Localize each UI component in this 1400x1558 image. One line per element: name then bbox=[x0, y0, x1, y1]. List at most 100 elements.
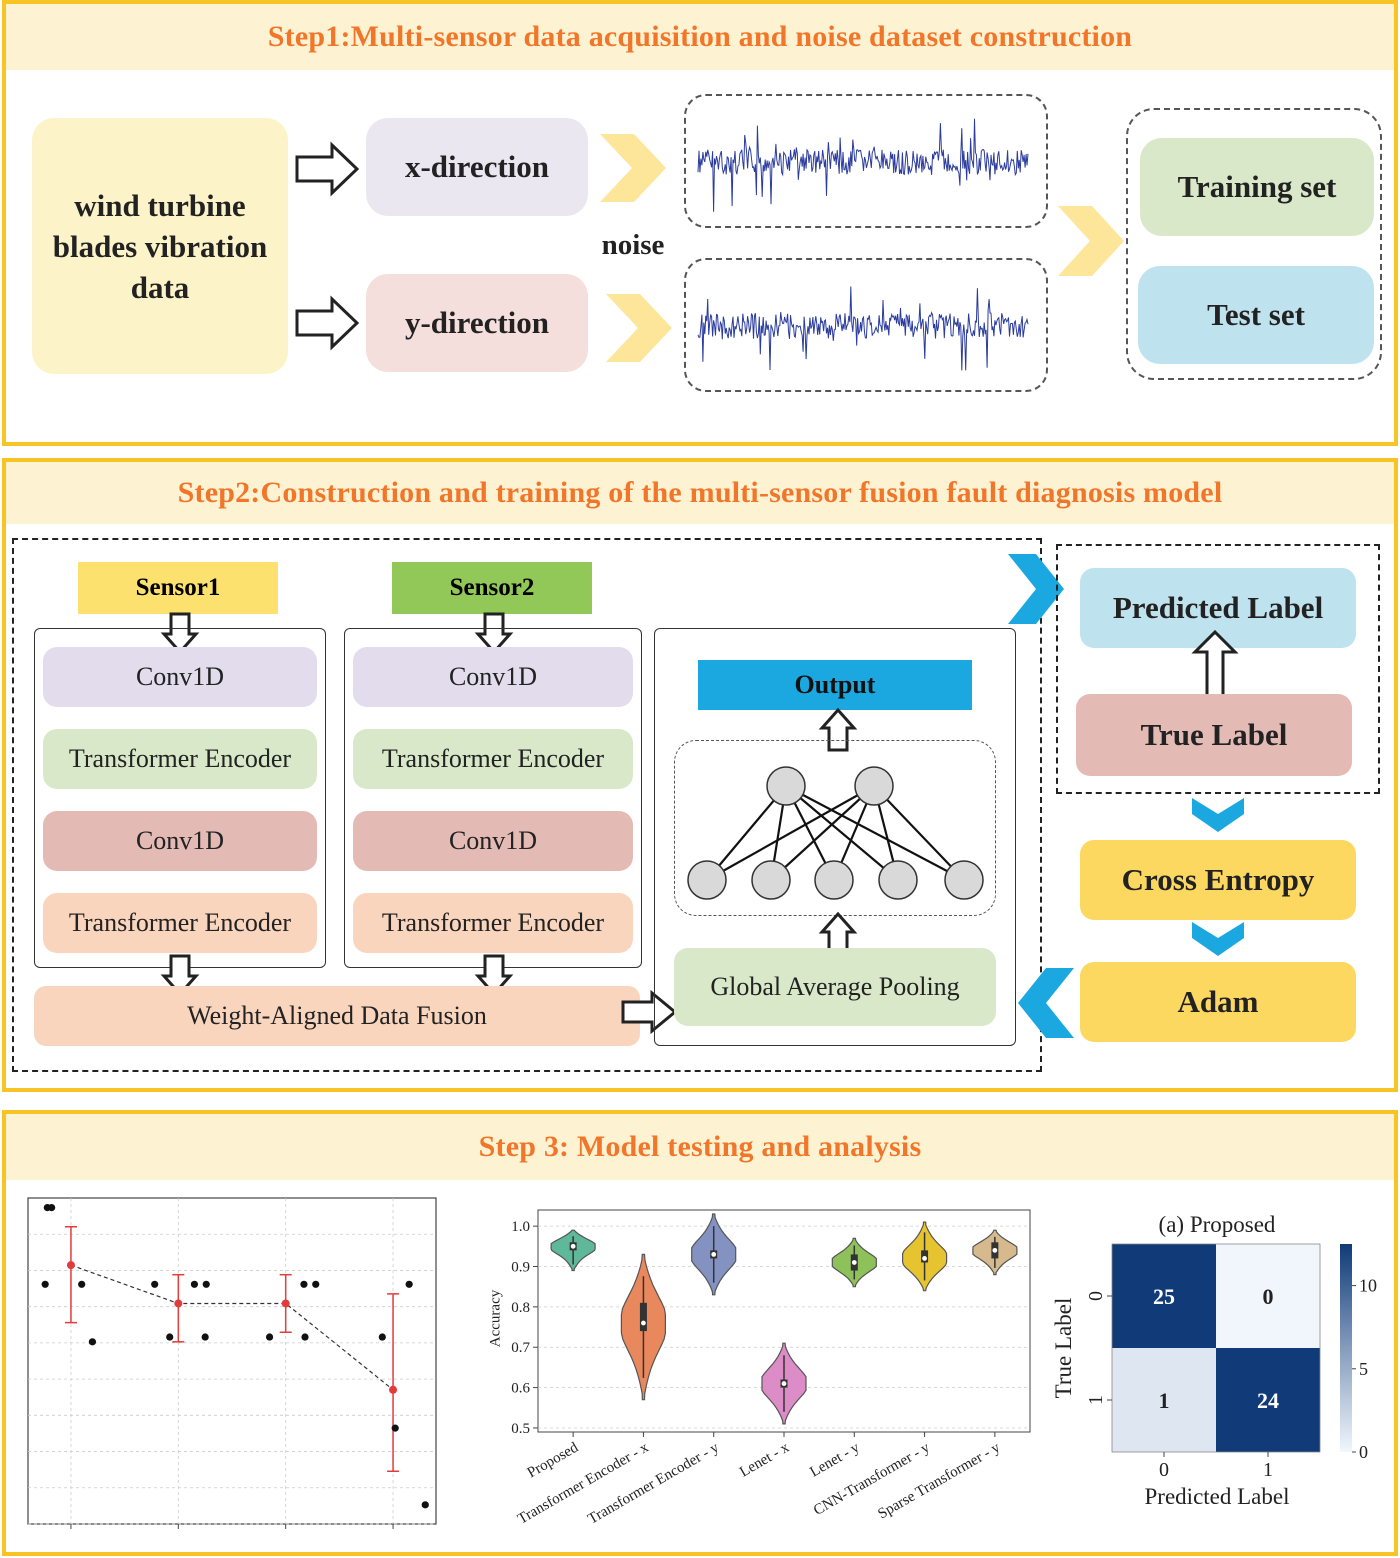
heatmap-cell bbox=[1216, 1348, 1320, 1452]
signal-x-frame bbox=[684, 94, 1048, 228]
data-point bbox=[190, 1280, 199, 1288]
signal-trace bbox=[697, 286, 1029, 371]
x-tick-label: 0 bbox=[1159, 1459, 1169, 1481]
y-tick-label: 0.8 bbox=[511, 1300, 530, 1316]
step1-title: Step1:Multi-sensor data acquisition and … bbox=[267, 20, 1133, 53]
step2-panel: Step2:Construction and training of the m… bbox=[2, 458, 1398, 1092]
vibration-signal-x bbox=[697, 118, 1029, 212]
branch2-transformer-encoder-2: Transformer Encoder bbox=[353, 893, 633, 953]
data-point bbox=[151, 1280, 159, 1288]
down-arrow-icon-sensor2 bbox=[474, 612, 514, 655]
adam-box: Adam bbox=[1080, 962, 1356, 1042]
arrow-icon-to-x bbox=[295, 141, 360, 197]
x-tick-label: Proposed bbox=[525, 1439, 582, 1481]
data-point bbox=[421, 1501, 429, 1509]
chevron-icon-noise-x bbox=[600, 134, 666, 202]
x-tick-label: Lenet - y bbox=[807, 1439, 862, 1480]
x-direction-label: x-direction bbox=[404, 149, 550, 184]
right-arrow-icon-fusion-gap bbox=[621, 989, 678, 1035]
y-tick-label: 0.6 bbox=[511, 1381, 530, 1397]
down-chevron-icon-1 bbox=[1192, 798, 1244, 832]
sensor2-box: Sensor2 bbox=[392, 562, 592, 614]
heatmap-title: (a) Proposed bbox=[1158, 1212, 1276, 1237]
y-tick-label: 0 bbox=[1085, 1291, 1107, 1301]
y-tick-label: 0.5 bbox=[511, 1421, 530, 1437]
data-point bbox=[48, 1203, 56, 1212]
branch2-transformer-encoder-1: Transformer Encoder bbox=[353, 729, 633, 789]
arrow-icon-to-y bbox=[295, 295, 360, 351]
heatmap-value: 25 bbox=[1153, 1284, 1175, 1309]
y-direction-label: y-direction bbox=[404, 305, 550, 340]
step1-panel: Step1:Multi-sensor data acquisition and … bbox=[2, 0, 1398, 446]
gap-label: Global Average Pooling bbox=[710, 972, 960, 1001]
source-data-box: wind turbine blades vibration data bbox=[32, 118, 288, 374]
y-tick-label: 1 bbox=[1085, 1395, 1107, 1405]
errorbar-scatter-chart bbox=[27, 1197, 437, 1529]
signal-y-frame bbox=[684, 258, 1048, 392]
heatmap-cell bbox=[1216, 1244, 1320, 1348]
x-tick-label: 1 bbox=[1263, 1459, 1273, 1481]
step3-header: Step 3: Model testing and analysis bbox=[6, 1114, 1394, 1180]
data-point bbox=[166, 1333, 174, 1341]
colorbar-tick-label: 10 bbox=[1359, 1276, 1377, 1296]
down-arrow-icon-sensor1 bbox=[160, 612, 200, 655]
test-set-box: Test set bbox=[1138, 266, 1374, 364]
step2-title: Step2:Construction and training of the m… bbox=[177, 476, 1223, 509]
training-set-label: Training set bbox=[1177, 169, 1337, 204]
heatmap-xlabel: Predicted Label bbox=[1144, 1484, 1290, 1509]
y-tick-label: 1.0 bbox=[511, 1219, 530, 1235]
fusion-box: Weight-Aligned Data Fusion bbox=[34, 986, 640, 1046]
x-tick-label: Transformer Encoder - x bbox=[515, 1439, 652, 1527]
mean-point bbox=[66, 1261, 75, 1270]
predicted-label-text: Predicted Label bbox=[1112, 590, 1324, 625]
violin-iqr-box bbox=[639, 1302, 647, 1332]
step1-header: Step1:Multi-sensor data acquisition and … bbox=[6, 4, 1394, 70]
branch2-frame: Conv1D Transformer Encoder Conv1D Transf… bbox=[344, 628, 642, 968]
gap-box: Global Average Pooling bbox=[674, 948, 996, 1026]
x-tick-label: CNN-Transformer - y bbox=[811, 1439, 933, 1519]
mean-point bbox=[174, 1299, 183, 1308]
cross-entropy-box: Cross Entropy bbox=[1080, 840, 1356, 920]
chevron-icon-to-predicted bbox=[1008, 554, 1064, 624]
branch2-conv1d-2: Conv1D bbox=[353, 811, 633, 871]
data-point bbox=[405, 1280, 413, 1288]
heatmap-value: 1 bbox=[1159, 1388, 1170, 1413]
down-chevron-icon-2 bbox=[1192, 922, 1244, 956]
chevron-icon-noise-y bbox=[606, 294, 672, 362]
data-point bbox=[300, 1280, 308, 1288]
cross-entropy-label: Cross Entropy bbox=[1121, 862, 1315, 897]
violin-median bbox=[711, 1252, 717, 1257]
step2-header: Step2:Construction and training of the m… bbox=[6, 462, 1394, 524]
signal-trace bbox=[697, 118, 1029, 212]
left-chevron-icon-update bbox=[1018, 968, 1074, 1038]
data-point bbox=[312, 1280, 320, 1288]
branch1-frame: Conv1D Transformer Encoder Conv1D Transf… bbox=[34, 628, 326, 968]
data-point bbox=[202, 1280, 210, 1288]
heatmap-value: 24 bbox=[1257, 1388, 1279, 1413]
chevron-icon-to-datasets bbox=[1058, 206, 1124, 276]
branch2-conv1d-1: Conv1D bbox=[353, 647, 633, 707]
branch1-conv1d-2: Conv1D bbox=[43, 811, 317, 871]
mean-point bbox=[389, 1385, 398, 1394]
violin-median bbox=[781, 1381, 787, 1386]
violin-median bbox=[570, 1243, 576, 1249]
down-arrow-icon-branch2-fusion bbox=[474, 954, 514, 997]
colorbar-tick-label: 5 bbox=[1359, 1359, 1368, 1379]
y-direction-box: y-direction bbox=[366, 274, 588, 372]
violin-median bbox=[992, 1247, 998, 1253]
data-point bbox=[41, 1280, 49, 1288]
heatmap-value: 0 bbox=[1263, 1284, 1274, 1309]
data-point bbox=[391, 1424, 399, 1432]
true-label-text: True Label bbox=[1140, 717, 1288, 752]
down-arrow-icon-branch1-fusion bbox=[160, 954, 200, 997]
label-compare-frame bbox=[1056, 544, 1380, 794]
violin-median bbox=[851, 1260, 857, 1265]
test-set-label: Test set bbox=[1207, 297, 1305, 332]
mean-line bbox=[70, 1264, 394, 1391]
y-tick-label: 0.7 bbox=[511, 1340, 530, 1356]
data-point bbox=[301, 1333, 309, 1341]
x-tick-label: Sparse Transformer - y bbox=[875, 1439, 1003, 1522]
violin-median bbox=[922, 1256, 927, 1261]
colorbar bbox=[1340, 1244, 1352, 1452]
